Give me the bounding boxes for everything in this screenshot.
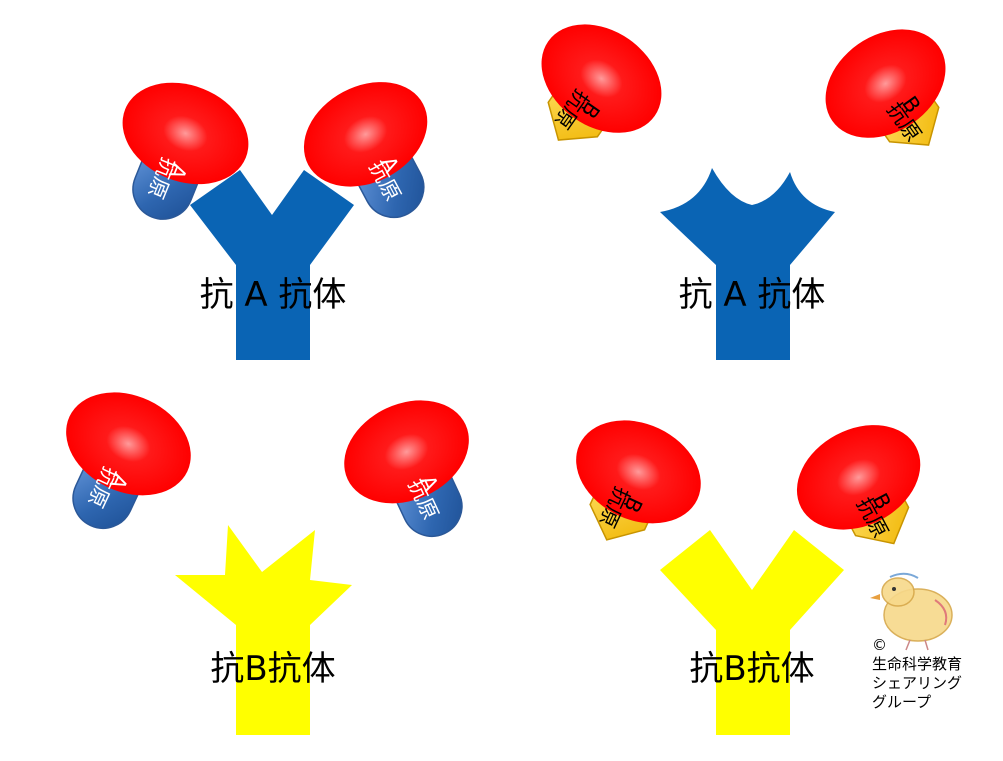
antibody-label: 抗 A 抗体 (679, 275, 826, 315)
antigen-a-left: A 抗原 (30, 372, 209, 554)
anti-a-antibody (660, 168, 835, 360)
chick-mascot-icon (870, 572, 953, 651)
antigen-b-left: B 抗原 (547, 400, 719, 569)
panel-top-left: A 抗原 A 抗原 抗 A 抗体 (90, 60, 467, 360)
copyright-symbol: © (872, 636, 887, 654)
antigen-b-right: B 抗原 (804, 6, 983, 184)
antibody-label: 抗B抗体 (210, 649, 335, 689)
credit-block: © 生命科学教育 シェアリング グループ (872, 636, 962, 712)
panel-top-right: B 抗原 B 抗原 抗 A 抗体 (504, 1, 983, 360)
antigen-b-right: B 抗原 (777, 403, 952, 575)
anti-a-antibody (190, 170, 354, 360)
anti-b-antibody (660, 530, 844, 735)
panel-bottom-right: B 抗原 B 抗原 抗B抗体 (547, 400, 952, 735)
credit-line-3: グループ (872, 693, 932, 711)
antigen-a-left: A 抗原 (90, 63, 265, 243)
antibody-label: 抗 A 抗体 (200, 275, 347, 315)
antibody-label: 抗B抗体 (689, 649, 814, 689)
credit-line-2: シェアリング (872, 674, 963, 692)
antigen-a-right: A 抗原 (284, 60, 467, 246)
antigen-b-left: B 抗原 (504, 1, 683, 179)
antigen-a-right: A 抗原 (326, 380, 505, 562)
credit-line-1: 生命科学教育 (872, 655, 963, 673)
anti-b-antibody (175, 525, 352, 735)
panel-bottom-left: A 抗原 A 抗原 抗B抗体 (30, 372, 505, 735)
